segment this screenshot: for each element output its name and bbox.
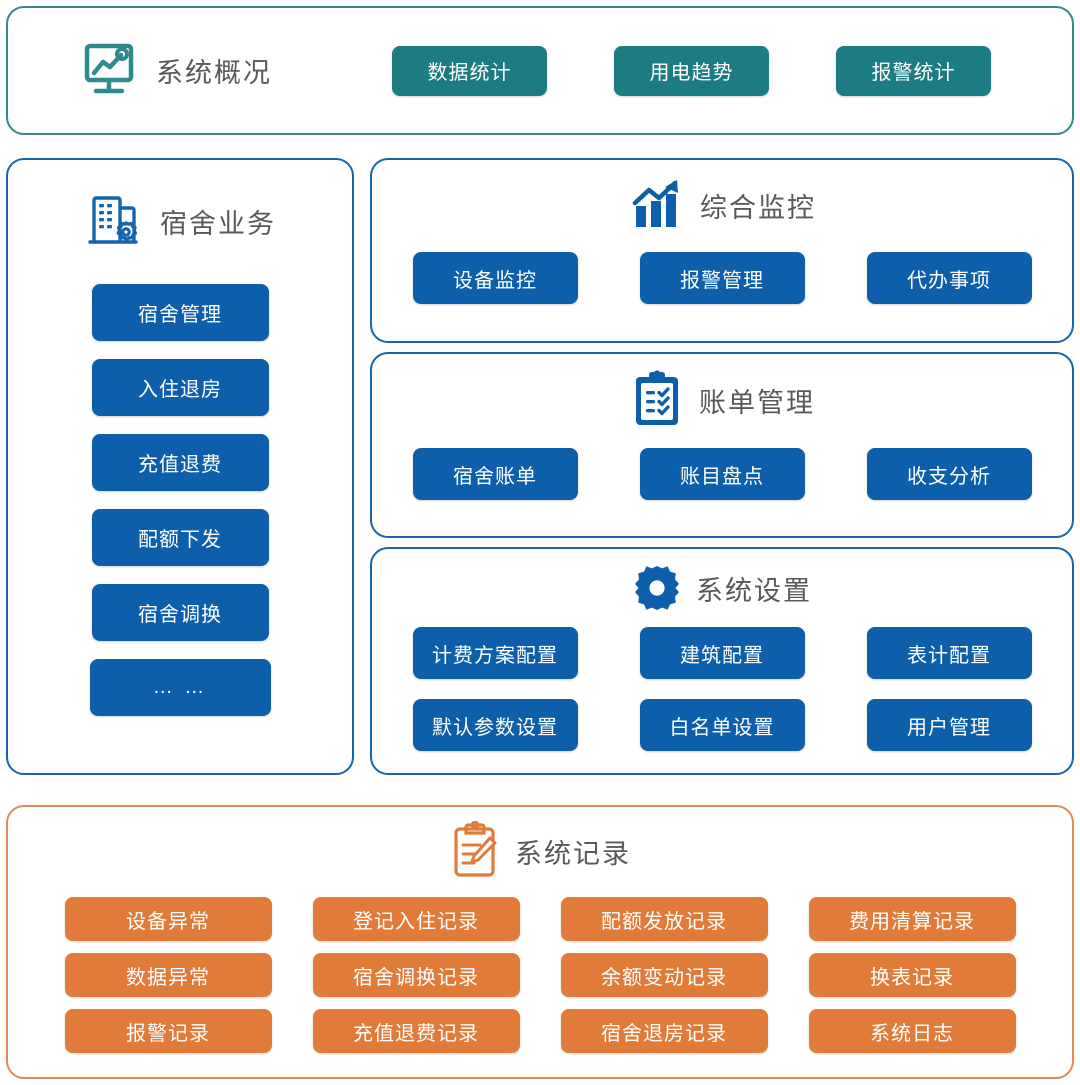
button-alarm-statistics[interactable]: 报警统计 — [836, 45, 991, 96]
panel-dormitory-business: 宿舍业务 宿舍管理 入住退房 充值退费 配额下发 宿舍调换 … … — [6, 158, 354, 775]
button-device-monitoring[interactable]: 设备监控 — [412, 252, 578, 304]
dormitory-button-column: 宿舍管理 入住退房 充值退费 配额下发 宿舍调换 … … — [89, 284, 271, 716]
button-dorm-transfer-record[interactable]: 宿舍调换记录 — [312, 953, 520, 997]
monitor-chart-icon — [84, 43, 134, 93]
button-billing-scheme-config[interactable]: 计费方案配置 — [412, 627, 578, 679]
button-alarm-record[interactable]: 报警记录 — [64, 1009, 272, 1053]
button-balance-change-record[interactable]: 余额变动记录 — [560, 953, 768, 997]
panel-title-bill-management: 账单管理 — [699, 387, 815, 418]
panel-bill-management: 账单管理 宿舍账单 账目盘点 收支分析 — [370, 352, 1074, 538]
clipboard-pen-icon — [454, 821, 497, 877]
button-data-statistics[interactable]: 数据统计 — [392, 45, 547, 96]
button-quota-issue[interactable]: 配额下发 — [91, 509, 269, 566]
panel-header-dormitory-business: 宿舍业务 — [84, 190, 276, 252]
panel-title-comprehensive-monitoring: 综合监控 — [700, 192, 816, 223]
settings-button-grid: 计费方案配置 建筑配置 表计配置 默认参数设置 白名单设置 用户管理 — [372, 627, 1072, 751]
button-quota-issue-record[interactable]: 配额发放记录 — [560, 897, 768, 941]
button-income-expense-analysis[interactable]: 收支分析 — [866, 448, 1032, 500]
button-data-exception[interactable]: 数据异常 — [64, 953, 272, 997]
button-todo-items[interactable]: 代办事项 — [866, 252, 1032, 304]
monitor-button-row: 设备监控 报警管理 代办事项 — [372, 252, 1072, 304]
panel-title-system-records: 系统记录 — [515, 838, 631, 869]
records-button-grid: 设备异常 登记入住记录 配额发放记录 费用清算记录 数据异常 宿舍调换记录 余额… — [8, 897, 1072, 1053]
button-whitelist-settings[interactable]: 白名单设置 — [639, 699, 805, 751]
panel-header-comprehensive-monitoring: 综合监控 — [372, 176, 1072, 234]
button-fee-settlement-record[interactable]: 费用清算记录 — [808, 897, 1016, 941]
button-dorm-management[interactable]: 宿舍管理 — [91, 284, 269, 341]
panel-header-system-records: 系统记录 — [8, 821, 1072, 881]
gear-icon — [635, 566, 679, 610]
button-dorm-bill[interactable]: 宿舍账单 — [412, 448, 578, 500]
button-building-config[interactable]: 建筑配置 — [639, 627, 805, 679]
panel-title-system-overview: 系统概况 — [156, 58, 272, 88]
button-checkin-register-record[interactable]: 登记入住记录 — [312, 897, 520, 941]
button-checkin-checkout[interactable]: 入住退房 — [91, 359, 269, 416]
button-device-exception[interactable]: 设备异常 — [64, 897, 272, 941]
panel-system-settings: 系统设置 计费方案配置 建筑配置 表计配置 默认参数设置 白名单设置 用户管理 — [370, 547, 1074, 775]
button-account-inventory[interactable]: 账目盘点 — [639, 448, 805, 500]
button-system-log[interactable]: 系统日志 — [808, 1009, 1016, 1053]
button-electricity-trend[interactable]: 用电趋势 — [614, 45, 769, 96]
button-meter-config[interactable]: 表计配置 — [866, 627, 1032, 679]
panel-header-system-overview: 系统概况 — [80, 40, 272, 102]
panel-system-records: 系统记录 设备异常 登记入住记录 配额发放记录 费用清算记录 数据异常 宿舍调换… — [6, 805, 1074, 1079]
panel-title-system-settings: 系统设置 — [696, 575, 812, 606]
building-gear-icon — [88, 196, 138, 244]
button-alarm-management[interactable]: 报警管理 — [639, 252, 805, 304]
button-meter-replacement-record[interactable]: 换表记录 — [808, 953, 1016, 997]
button-default-parameter-settings[interactable]: 默认参数设置 — [412, 699, 578, 751]
bar-chart-arrow-icon — [632, 180, 678, 227]
button-dorm-transfer[interactable]: 宿舍调换 — [91, 584, 269, 641]
button-more-ellipsis[interactable]: … … — [89, 659, 271, 716]
button-recharge-refund[interactable]: 充值退费 — [91, 434, 269, 491]
button-recharge-refund-record[interactable]: 充值退费记录 — [312, 1009, 520, 1053]
billing-button-row: 宿舍账单 账目盘点 收支分析 — [372, 448, 1072, 500]
panel-title-dormitory-business: 宿舍业务 — [160, 208, 276, 239]
panel-header-system-settings: 系统设置 — [372, 563, 1072, 613]
button-dorm-checkout-record[interactable]: 宿舍退房记录 — [560, 1009, 768, 1053]
panel-system-overview: 系统概况 数据统计 用电趋势 报警统计 — [6, 6, 1074, 135]
panel-header-bill-management: 账单管理 — [372, 370, 1072, 430]
clipboard-check-icon — [636, 370, 678, 425]
overview-button-row: 数据统计 用电趋势 报警统计 — [392, 45, 991, 96]
panel-comprehensive-monitoring: 综合监控 设备监控 报警管理 代办事项 — [370, 158, 1074, 343]
button-user-management[interactable]: 用户管理 — [866, 699, 1032, 751]
